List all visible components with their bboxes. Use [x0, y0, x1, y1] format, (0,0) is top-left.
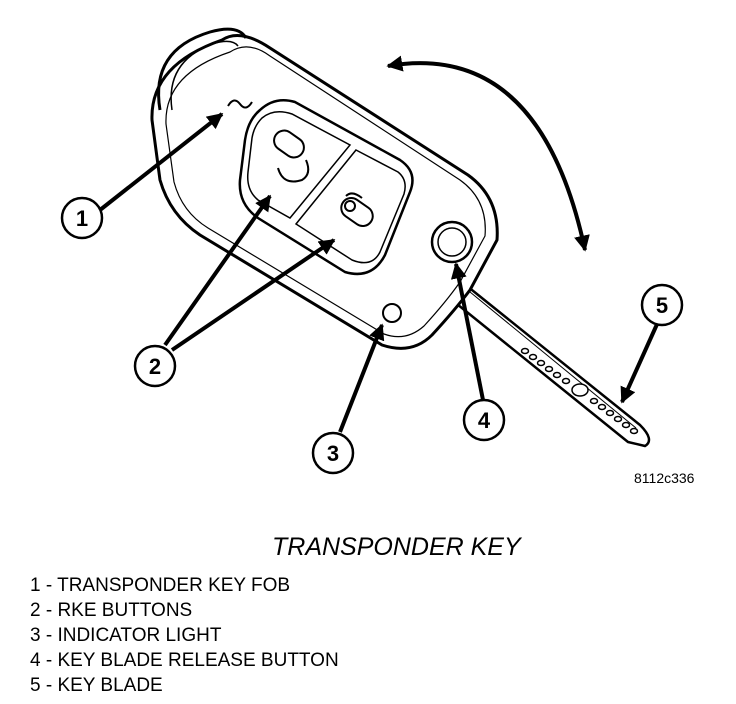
figure-caption: TRANSPONDER KEY	[272, 533, 521, 561]
callout-5-label: 5	[656, 293, 668, 318]
leader-line-2b	[170, 238, 336, 352]
legend-item: 3 - INDICATOR LIGHT	[30, 625, 222, 646]
callout-3-label: 3	[327, 441, 339, 466]
key-ring-loop	[157, 27, 248, 111]
lock-icon	[340, 192, 374, 228]
legend-item: 4 - KEY BLADE RELEASE BUTTON	[30, 650, 339, 671]
callout-4: 4	[462, 398, 506, 442]
rotation-arrow	[386, 55, 590, 252]
transponder-symbol-icon	[227, 99, 253, 109]
legend-item: 2 - RKE BUTTONS	[30, 600, 193, 621]
leader-line-4	[450, 262, 485, 401]
leader-line-2a	[163, 194, 272, 347]
key-blade-release-button	[430, 220, 474, 264]
callout-4-label: 4	[478, 408, 491, 433]
transponder-key-diagram: 1 2 3 4 5	[60, 27, 684, 475]
callout-3: 3	[311, 431, 355, 475]
legend-item: 1 - TRANSPONDER KEY FOB	[30, 575, 291, 596]
callout-2: 2	[133, 344, 177, 388]
key-blade	[450, 280, 651, 448]
indicator-light	[382, 303, 402, 323]
figure-code: 8112c336	[634, 470, 695, 486]
leader-line-3	[338, 323, 385, 433]
callout-2-label: 2	[149, 354, 161, 379]
leader-line-5	[620, 321, 660, 404]
legend-item: 5 - KEY BLADE	[30, 675, 163, 696]
callout-5: 5	[640, 283, 684, 327]
rke-buttons	[238, 99, 414, 276]
callout-1-label: 1	[76, 206, 88, 231]
unlock-icon	[273, 129, 310, 183]
callout-1: 1	[60, 196, 104, 240]
legend: 1 - TRANSPONDER KEY FOB 2 - RKE BUTTONS …	[30, 573, 339, 698]
leader-line-1	[98, 112, 224, 212]
